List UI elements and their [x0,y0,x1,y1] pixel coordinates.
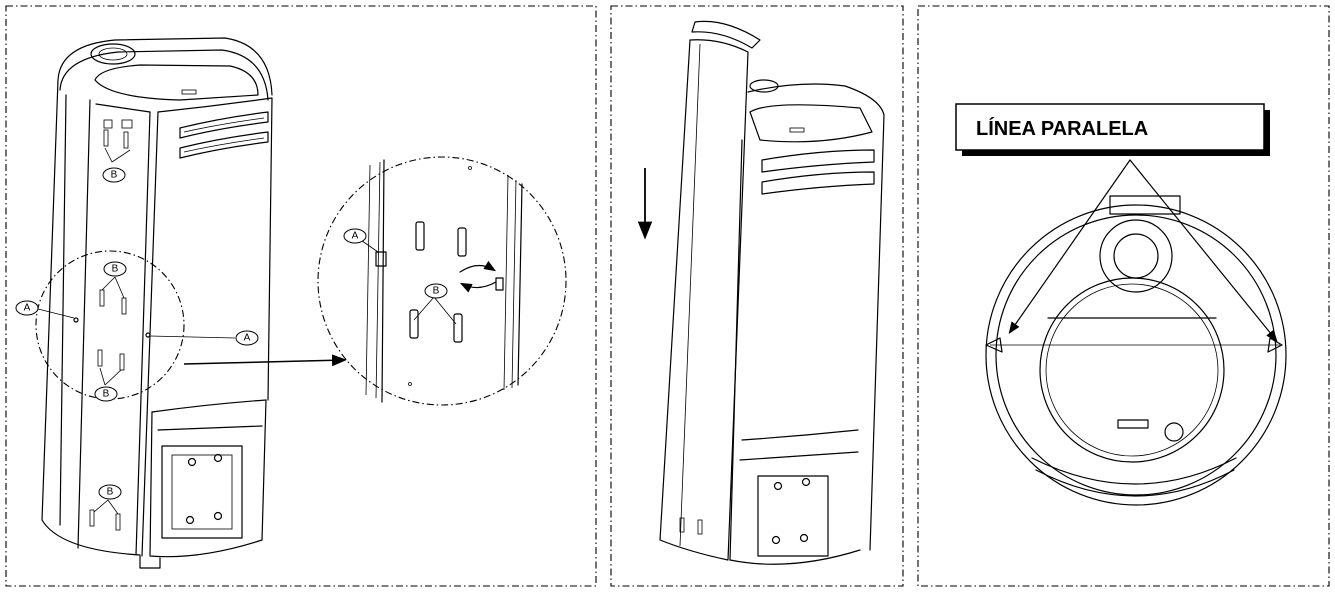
outer-ring [985,204,1287,506]
panel-1-frame [5,5,597,587]
callout-b-top-label: B [111,170,118,181]
callout-a-left: A [15,300,39,316]
zoom-detail-circle [317,156,567,406]
callout-a-left-label: A [24,303,31,314]
callout-b-upper: B [103,261,127,277]
panel-3-frame [917,5,1330,587]
flue-outlet-inner [1113,233,1159,279]
panel-2-frame [610,5,904,587]
callout-b-zoom-label: B [433,286,440,297]
parallel-line-label: LÍNEA PARALELA [976,117,1148,140]
stove-body-panel-1 [35,37,347,569]
inner-lid [1039,277,1225,463]
parallel-line-banner: LÍNEA PARALELA [955,103,1270,156]
callout-a-zoom: A [343,228,367,244]
callouts-panel-1: B B B B A A [15,167,259,500]
callout-b-upper-label: B [112,264,119,275]
stove-body-panel-2 [637,20,885,565]
callout-a-right: A [235,330,259,346]
callout-a-zoom-label: A [352,231,359,242]
callouts-zoom: A B [343,228,448,299]
callout-b-bottom-label: B [107,487,114,498]
flue-outlet-outer [1099,219,1173,293]
callout-b-lower: B [94,386,118,402]
flue-collar [90,43,136,65]
callout-b-zoom: B [424,283,448,299]
callout-b-top: B [102,167,126,183]
top-view-panel-3 [985,159,1287,506]
callout-b-lower-label: B [103,389,110,400]
top-cap [691,20,761,49]
zoom-detail [317,156,567,406]
callout-b-bottom: B [98,484,122,500]
callout-a-right-label: A [244,333,251,344]
panel-frames [5,5,1330,587]
side-panel [659,39,749,561]
